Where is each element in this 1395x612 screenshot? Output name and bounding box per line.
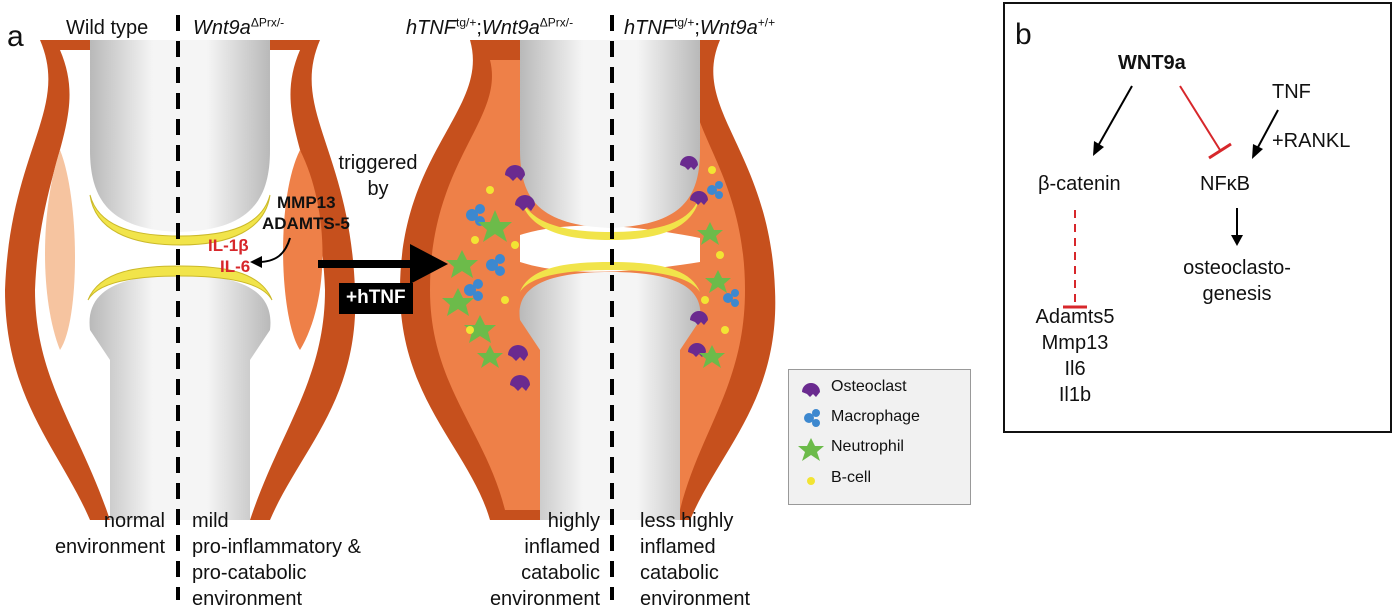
target-genes-list: Adamts5 Mmp13 Il6 Il1b <box>1015 304 1135 408</box>
caption-normal: normal environment <box>54 510 165 558</box>
synovium-mild <box>283 150 323 350</box>
label-rankl: +RANKL <box>1272 130 1351 152</box>
upper-bone <box>90 40 270 232</box>
lower-bone <box>89 275 271 520</box>
caption-less-highly: less highly inflamed catabolic environme… <box>640 510 751 610</box>
trigger-arrow <box>410 244 448 284</box>
node-nfkb: NFκB <box>1200 173 1250 195</box>
joint-illustration <box>5 15 776 600</box>
node-beta-catenin: β-catenin <box>1038 173 1121 195</box>
label-il6: IL-6 <box>220 257 251 276</box>
left-joint <box>5 40 356 520</box>
legend-macrophage: Macrophage <box>831 408 920 425</box>
caption-highly: highly inflamed catabolic environment <box>489 510 600 610</box>
osteoclast-icon <box>802 383 820 397</box>
panel-letter-b: b <box>1015 18 1032 51</box>
genotype-htnf-cko: hTNFtg/+;Wnt9aΔPrx/- <box>406 15 574 39</box>
gene-mmp13: Mmp13 <box>1041 332 1109 354</box>
node-wnt9a: WNT9a <box>1118 52 1186 74</box>
panel-letter-a: a <box>7 20 24 53</box>
lower-bone-inflamed <box>519 272 701 520</box>
node-tnf: TNF <box>1272 81 1311 103</box>
caption-mild: mild pro-inflammatory & pro-catabolic en… <box>192 510 361 610</box>
macrophage-icon <box>804 409 820 427</box>
gene-il1b: Il1b <box>1058 384 1092 406</box>
cells-cko <box>442 156 739 391</box>
genotype-wnt9a-cko: Wnt9aΔPrx/- <box>193 15 285 39</box>
gene-il6: Il6 <box>1064 358 1086 380</box>
genotype-htnf-wt: hTNFtg/+;Wnt9a+/+ <box>624 15 776 39</box>
label-adamts5: ADAMTS-5 <box>262 214 350 233</box>
pathway-panel: WNT9a TNF +RANKL β-catenin NFκB osteocla… <box>1003 2 1392 433</box>
label-htnf: +hTNF <box>339 283 413 314</box>
node-osteoclastogenesis: osteoclasto- genesis <box>1183 257 1291 305</box>
label-mmp13: MMP13 <box>277 193 336 212</box>
legend-bcell: B-cell <box>831 469 872 486</box>
label-il1b: IL-1β <box>208 236 249 255</box>
legend-osteoclast: Osteoclast <box>831 378 907 395</box>
legend-neutrophil: Neutrophil <box>831 438 904 455</box>
neutrophil-icon <box>798 438 824 461</box>
synovium-normal <box>45 150 75 350</box>
bcell-icon <box>807 477 815 485</box>
pathway-arrows <box>1063 85 1279 309</box>
genotype-wild-type: Wild type <box>66 17 149 39</box>
gene-adamts5: Adamts5 <box>1035 306 1115 328</box>
cell-legend: Osteoclast Macrophage Neutrophil B-cell <box>788 369 971 505</box>
label-triggered-by: triggered by <box>338 152 418 200</box>
